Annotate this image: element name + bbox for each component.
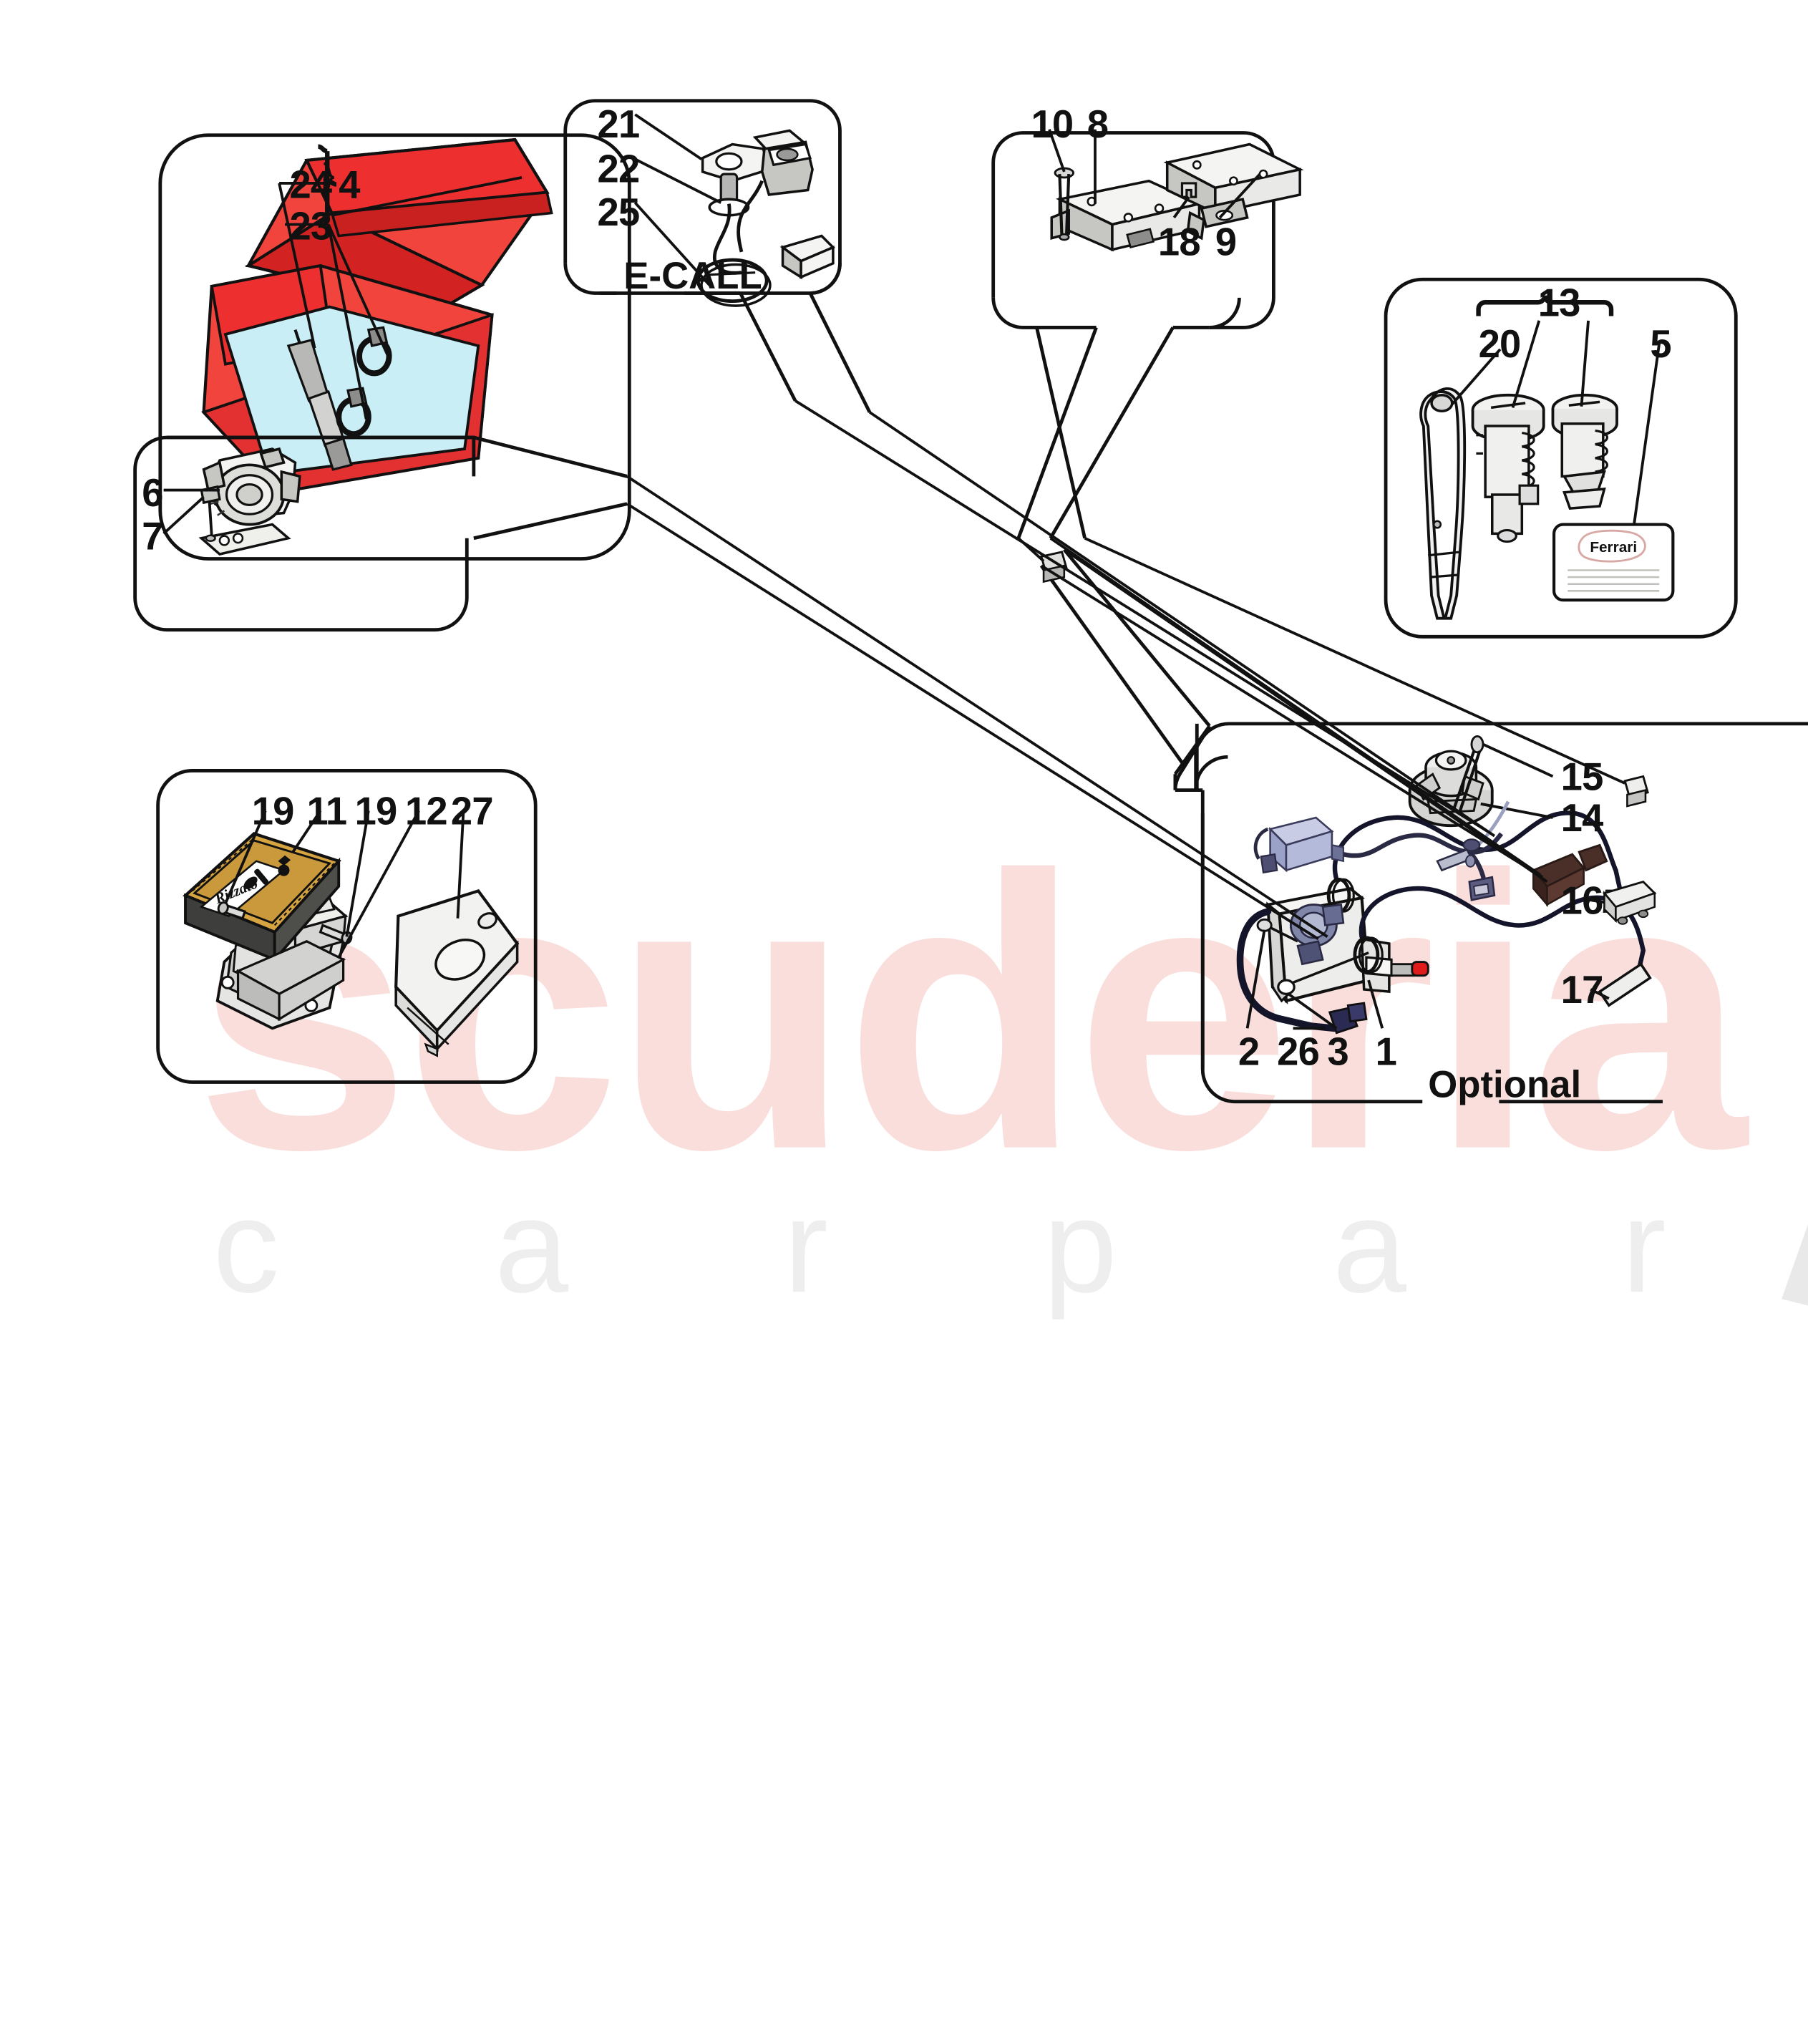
siren-battery: [235, 939, 346, 1022]
panel-alarm-siren: Rizzato: [156, 769, 538, 1084]
callout-20: 20: [1478, 323, 1522, 367]
clip-18: [1180, 182, 1197, 198]
ecall-sensor-illustration: [696, 129, 835, 307]
callout-23: 23: [289, 205, 332, 249]
callout-6: 6: [142, 471, 163, 515]
remote-fob-27: [394, 888, 520, 1057]
callout-19-b: 19: [354, 790, 398, 834]
panel-ecall: [563, 99, 872, 413]
callout-17: 17: [1560, 969, 1604, 1012]
callout-3: 3: [1327, 1030, 1349, 1075]
callout-10: 10: [1031, 102, 1074, 147]
lock-cylinder-b: [1551, 393, 1618, 510]
callout-7: 7: [142, 515, 163, 559]
callout-5: 5: [1650, 323, 1671, 367]
callout-19-a: 19: [251, 790, 295, 834]
centre-module: [1253, 816, 1345, 874]
panel-sensor: [133, 435, 628, 632]
callout-8: 8: [1087, 102, 1109, 147]
optional-caption: Optional: [1428, 1062, 1582, 1105]
pin-15: [1452, 735, 1484, 812]
callout-16: 16: [1560, 879, 1604, 924]
ecall-caption: E-CALL: [623, 254, 762, 297]
panel-locks: Ferrari: [1384, 277, 1738, 639]
callout-9: 9: [1215, 221, 1237, 265]
callout-26: 26: [1277, 1030, 1320, 1075]
callout-24: 24: [289, 163, 332, 208]
key-card-5: Ferrari: [1552, 523, 1675, 602]
screw-10: [1054, 167, 1075, 241]
parts-diagram-canvas: scuderia c a r p a r t s .st{fill:none;s…: [133, 99, 1808, 1335]
callout-1: 1: [1375, 1030, 1397, 1075]
red-box-illustration: [201, 137, 553, 495]
clockspring-sensor: [198, 447, 301, 556]
centre-assembly-parts: [1040, 551, 1657, 966]
callout-15: 15: [1560, 755, 1604, 800]
svg-text:Ferrari: Ferrari: [1590, 539, 1637, 556]
callout-11: 11: [306, 790, 347, 834]
callout-21: 21: [597, 102, 641, 147]
callout-12: 12: [404, 790, 448, 834]
lock-cylinder-a: [1471, 393, 1545, 543]
callout-25: 25: [597, 191, 641, 235]
callout-2: 2: [1238, 1030, 1260, 1075]
callout-18: 18: [1157, 221, 1201, 265]
panel-control-units: [991, 129, 1304, 539]
global-leader-lines: [626, 399, 1625, 941]
key-blade-20: [1419, 387, 1467, 620]
callout-22: 22: [597, 147, 641, 192]
control-unit-9: [1163, 142, 1304, 228]
callout-13: 13: [1537, 281, 1581, 326]
callout-27: 27: [450, 790, 494, 834]
callout-4: 4: [339, 163, 360, 208]
callout-14: 14: [1560, 797, 1604, 841]
